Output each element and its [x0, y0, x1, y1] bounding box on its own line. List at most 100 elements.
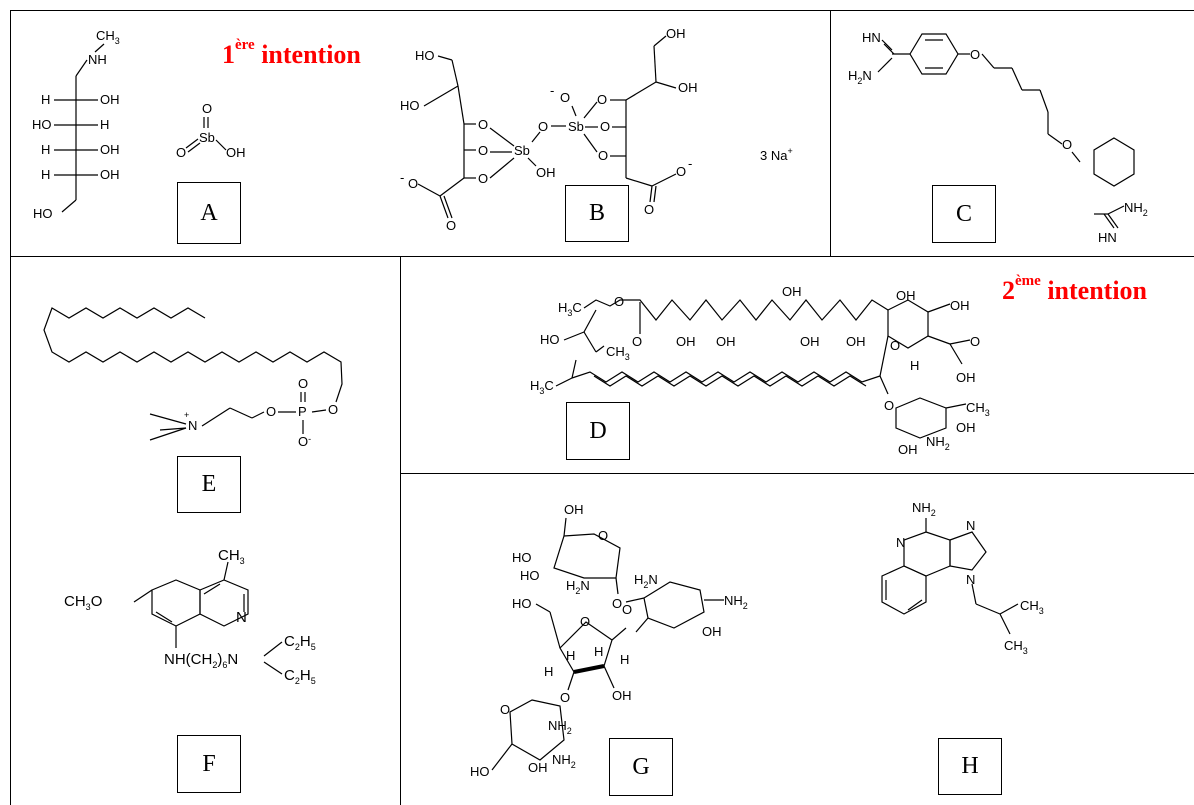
g-h-2: H	[594, 644, 603, 659]
b-o-6: O	[598, 148, 608, 163]
h-n-ring: N	[896, 535, 905, 550]
g-ho-2: HO	[520, 568, 540, 583]
d-o-acid: O	[970, 334, 980, 349]
g-oh-top: OH	[564, 502, 584, 517]
a-sb-oh: OH	[226, 145, 246, 160]
d-h-ring: H	[910, 358, 919, 373]
d-o-carbonyl: O	[632, 334, 642, 349]
d-nh2-sugar: NH2	[926, 434, 950, 452]
g-h2n-1: H2N	[566, 578, 590, 596]
a-row4-left: H	[41, 167, 50, 182]
label-h: H	[938, 738, 1002, 795]
a-sb-o-top: O	[202, 101, 212, 116]
e-o-2: O	[266, 404, 276, 419]
g-o-ring1: O	[598, 528, 608, 543]
second-intention-heading: 2ème intention	[1002, 273, 1147, 305]
f-c2h5-bottom: C2H5	[284, 667, 316, 686]
a-ho: HO	[33, 206, 53, 221]
g-o-link2: O	[622, 602, 632, 617]
b-minus-2: -	[688, 156, 692, 171]
b-ho-top: HO	[415, 48, 435, 63]
g-ho-3: HO	[512, 596, 532, 611]
border-top-left	[10, 10, 830, 11]
d-oh-sugar2: OH	[898, 442, 918, 457]
g-oh-4: OH	[528, 760, 548, 775]
d-h3c-low: H3C	[530, 378, 554, 396]
a-ch3: CH3	[96, 28, 120, 46]
structure-d: H3C O O OH OH OH OH OH OH OH O H O OH HO…	[530, 284, 990, 457]
d-ch3-sugar: CH3	[966, 400, 990, 418]
g-oh-2: OH	[702, 624, 722, 639]
border-top-right	[830, 10, 1194, 11]
b-na: 3 Na+	[760, 146, 793, 163]
d-oh-5: OH	[846, 334, 866, 349]
c-o-2: O	[1062, 137, 1072, 152]
b-o-carb-l: O	[408, 176, 418, 191]
first-intention-heading: 1ère intention	[222, 37, 361, 69]
b-o-3: O	[478, 171, 488, 186]
a-sb: Sb	[199, 130, 215, 145]
a-row2-left: HO	[32, 117, 52, 132]
e-n: N	[188, 418, 197, 433]
b-minus-1: -	[550, 83, 554, 98]
f-n: N	[236, 609, 247, 626]
g-h2n-2: H2N	[634, 572, 658, 590]
h-n-imid2: N	[966, 572, 975, 587]
border-col-divider	[400, 256, 401, 805]
g-h-1: H	[566, 648, 575, 663]
h-ch3-1: CH3	[1020, 598, 1044, 616]
b-oh-right: OH	[678, 80, 698, 95]
e-p: P	[298, 404, 307, 419]
e-o-minus: O-	[298, 434, 311, 449]
b-oh-sb: OH	[536, 165, 556, 180]
b-o-1: O	[478, 117, 488, 132]
d-o-glyco: O	[884, 398, 894, 413]
label-b: B	[565, 185, 629, 242]
border-left	[10, 10, 11, 805]
f-ch3: CH3	[218, 547, 245, 566]
h-ch3-2: CH3	[1004, 638, 1028, 656]
f-ch3o: CH3O	[64, 593, 102, 612]
a-row4-right: OH	[100, 167, 120, 182]
d-h3c-top: H3C	[558, 300, 582, 318]
b-o-2: O	[478, 143, 488, 158]
structure-h: NH2 N N N CH3 CH3	[881, 500, 1044, 656]
g-o-link3: O	[560, 690, 570, 705]
e-n-plus: +	[184, 410, 189, 420]
a-row3-right: OH	[100, 142, 120, 157]
d-oh-sugar1: OH	[956, 420, 976, 435]
a-row1-right: OH	[100, 92, 120, 107]
b-o-4: O	[597, 92, 607, 107]
b-oh-top: OH	[666, 26, 686, 41]
a-sb-o-left: O	[176, 145, 186, 160]
structure-g: OH O HO HO H2N O H2N NH2 OH O HO O H H H…	[470, 502, 748, 779]
a-row2-right: H	[100, 117, 109, 132]
structure-b: HO HO O O O Sb OH O Sb O - O O O	[400, 26, 793, 233]
a-row3-left: H	[41, 142, 50, 157]
d-ho-left: HO	[540, 332, 560, 347]
c-hn-2: HN	[1098, 230, 1117, 245]
d-o-ring: O	[890, 338, 900, 353]
structure-a: CH3 NH H OH HO H H OH H OH HO O Sb O OH	[32, 28, 246, 221]
label-c: C	[932, 185, 996, 243]
g-h-4: H	[620, 652, 629, 667]
g-nh2-1: NH2	[724, 593, 748, 611]
c-nh2: NH2	[1124, 200, 1148, 218]
g-o-ring3: O	[500, 702, 510, 717]
b-o-bridge: O	[538, 119, 548, 134]
g-nh2-3: NH2	[552, 752, 576, 770]
border-mid-right	[400, 473, 1194, 474]
d-oh-1: OH	[676, 334, 696, 349]
b-o-carb-r2: O	[644, 202, 654, 217]
d-oh-3: OH	[782, 284, 802, 299]
f-c2h5-top: C2H5	[284, 633, 316, 652]
label-d: D	[566, 402, 630, 460]
f-chain: NH(CH2)6N	[164, 651, 238, 670]
b-o-carb-l2: O	[446, 218, 456, 233]
g-oh-3: OH	[612, 688, 632, 703]
b-o-minus-top: O	[560, 90, 570, 105]
label-a: A	[177, 182, 241, 244]
h-nh2: NH2	[912, 500, 936, 518]
b-sb-left: Sb	[514, 143, 530, 158]
b-sb-right: Sb	[568, 119, 584, 134]
